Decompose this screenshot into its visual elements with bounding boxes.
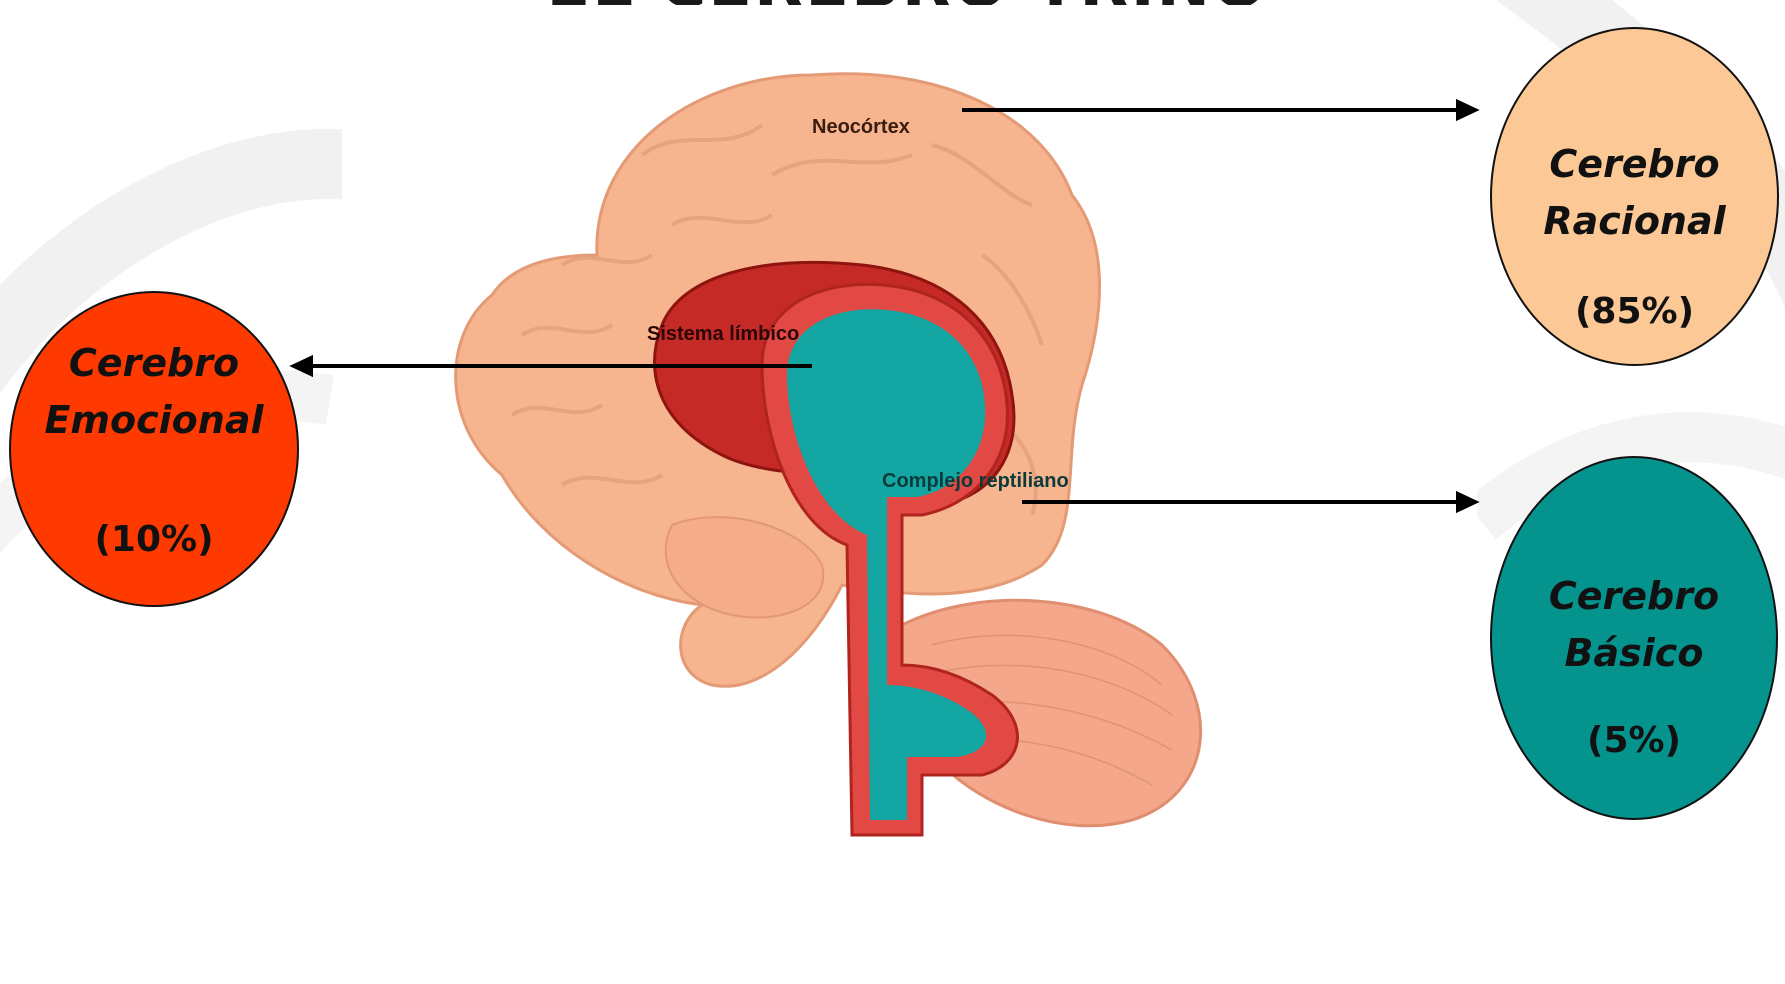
emotional-brain-bubble: Cerebro Emocional (10%) [9,291,299,607]
basic-line1: Cerebro [1492,568,1776,625]
basic-brain-bubble: Cerebro Básico (5%) [1490,456,1778,820]
basic-percent: (5%) [1492,720,1776,761]
rational-line2: Racional [1492,193,1777,250]
limbic-system-label: Sistema límbico [647,323,799,346]
emotional-percent: (10%) [11,519,297,560]
rational-line1: Cerebro [1492,136,1777,193]
brain-illustration [342,5,1477,984]
rational-brain-bubble: Cerebro Racional (85%) [1490,27,1779,366]
reptilian-complex-label: Complejo reptiliano [882,470,1069,493]
emotional-line1: Cerebro [11,335,297,392]
rational-percent: (85%) [1492,291,1777,332]
emotional-line2: Emocional [11,392,297,449]
basic-line2: Básico [1492,625,1776,682]
brain-illustration-panel: Neocórtex Sistema límbico Complejo repti… [342,5,1477,984]
neocortex-label: Neocórtex [812,116,910,139]
